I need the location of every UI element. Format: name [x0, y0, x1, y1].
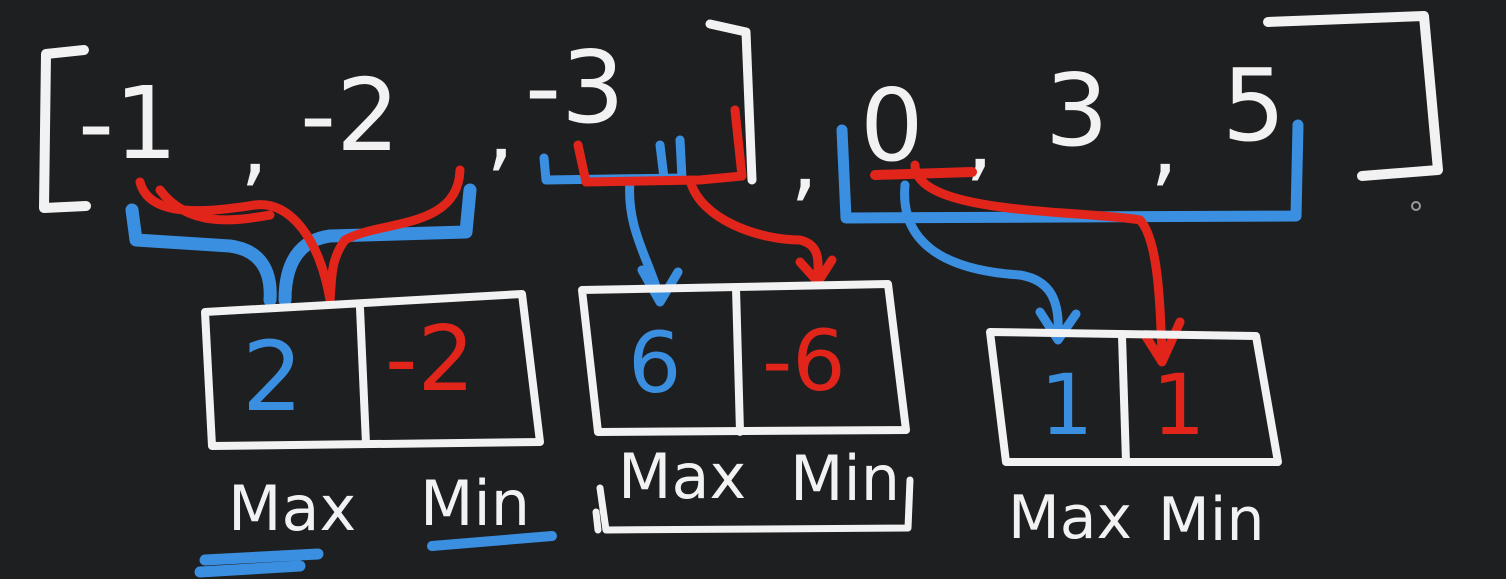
array-element-5: 3	[1045, 52, 1109, 169]
array-comma: ,	[240, 92, 269, 197]
group-2-box	[578, 280, 910, 436]
array-element-1: -1	[78, 65, 178, 182]
group-1-min-label: Min	[420, 467, 530, 540]
group-2-labels-brace	[592, 476, 914, 534]
array-close-bracket	[1263, 11, 1443, 181]
group-1-min-underline	[427, 531, 557, 551]
group-2-min-label: Min	[790, 442, 900, 515]
group-1-max-bracket	[125, 183, 477, 307]
group-2-min-value: -6	[762, 312, 846, 410]
group-1-box	[201, 290, 544, 450]
group-3-min-value: 1	[1152, 356, 1205, 454]
group-2-max-arrow	[625, 175, 683, 307]
partition-divider	[705, 19, 757, 185]
array-open-bracket	[39, 45, 91, 213]
cursor-dot	[1411, 201, 1421, 211]
group-3-max-label: Max	[1008, 483, 1132, 553]
group-3-min-bracket	[870, 167, 977, 180]
group-3-max-value: 1	[1040, 356, 1093, 454]
group-1-max-underline	[194, 548, 324, 578]
group-2-max-value: 6	[628, 314, 681, 412]
group-3-max-arrow	[900, 180, 1081, 345]
group-2-max-bracket	[539, 135, 687, 185]
group-2-min-bracket	[573, 105, 747, 187]
array-comma: ,	[486, 77, 515, 182]
group-1-min-value: -2	[385, 307, 475, 412]
group-2-max-label: Max	[618, 440, 746, 513]
group-3-box	[986, 328, 1282, 466]
array-element-3: -3	[525, 29, 625, 146]
array-element-6: 5	[1222, 47, 1286, 164]
array-comma: ,	[790, 107, 819, 212]
group-1-max-label: Max	[228, 472, 356, 545]
group-1-min-bracket	[135, 165, 465, 305]
group-3-min-label: Min	[1158, 485, 1264, 555]
array-element-2: -2	[300, 57, 400, 174]
array-comma: ,	[1150, 92, 1179, 197]
group-1-max-value: 2	[242, 321, 303, 433]
